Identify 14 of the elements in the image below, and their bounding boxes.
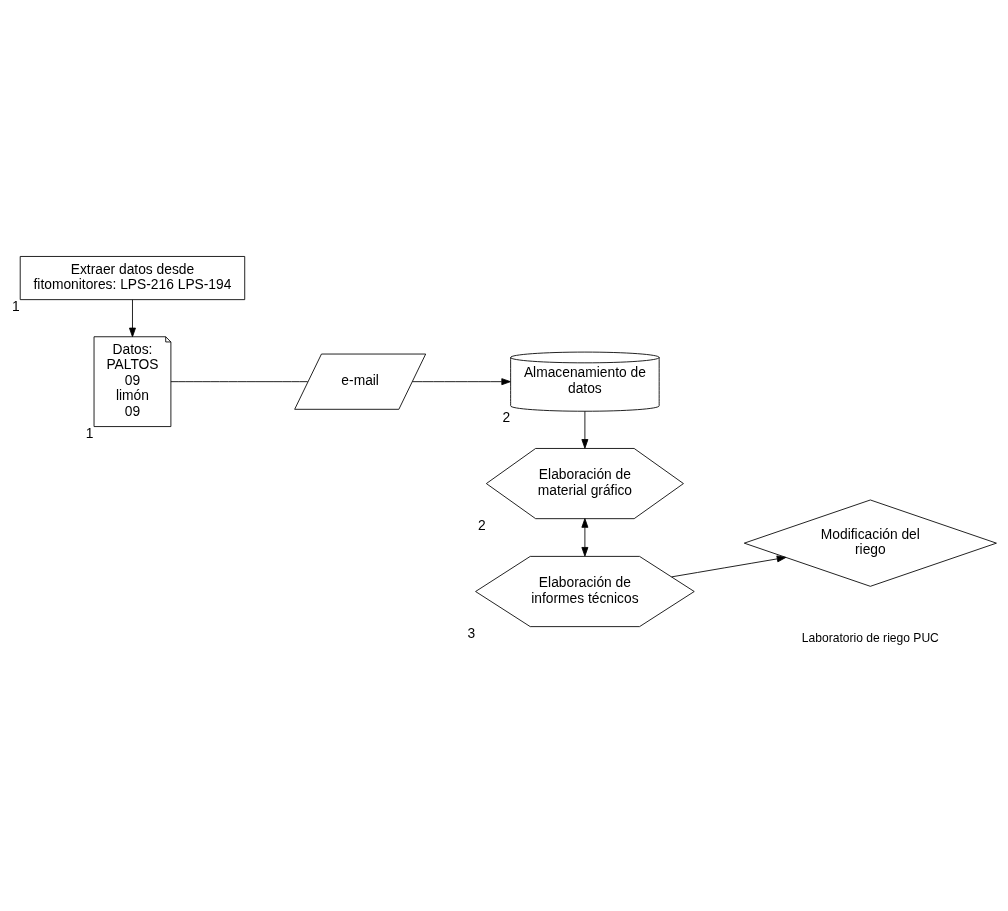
arrow bbox=[129, 299, 136, 338]
connector bbox=[170, 381, 309, 383]
node-label: 1 bbox=[85, 424, 94, 441]
node-label: 2 bbox=[478, 516, 486, 533]
arrow bbox=[412, 378, 511, 386]
arrow bbox=[581, 410, 589, 449]
arrow bbox=[581, 518, 589, 557]
node-label: 2 bbox=[502, 409, 511, 426]
node-label: 1 bbox=[12, 297, 20, 314]
node-box: Extraer datos desde fitomonitores: LPS-216 LPS-194 bbox=[19, 256, 246, 301]
node-label: 3 bbox=[467, 624, 476, 641]
label: Laboratorio de riego PUC bbox=[801, 631, 939, 646]
arrow bbox=[671, 555, 787, 578]
node-diamond: Modificación del riego bbox=[743, 499, 997, 587]
